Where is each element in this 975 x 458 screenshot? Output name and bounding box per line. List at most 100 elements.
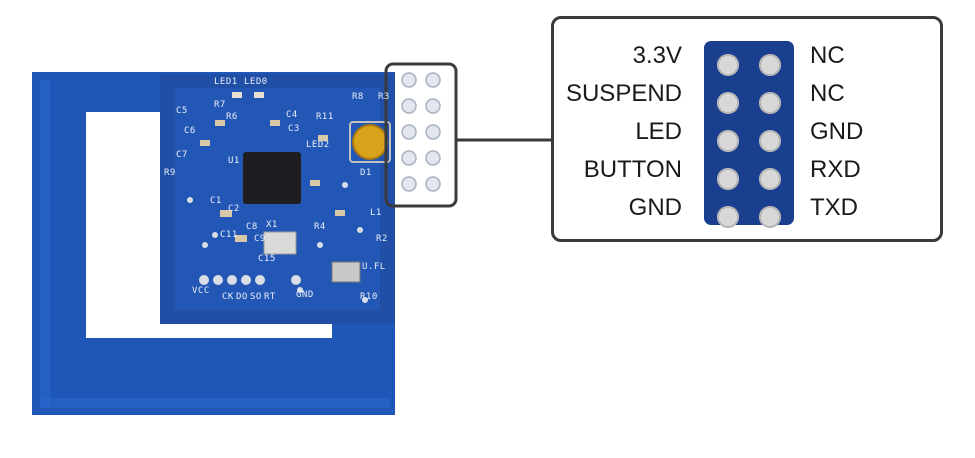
silk-c11: C11: [220, 230, 238, 240]
header-pin: [759, 92, 781, 114]
silk-led1: LED1: [214, 77, 238, 87]
ufl-connector: [331, 261, 361, 283]
silk-r9: R9: [164, 168, 176, 178]
board-header-hole: [425, 124, 441, 140]
via: [202, 242, 208, 248]
silk-l1: L1: [370, 208, 382, 218]
header-pin: [759, 54, 781, 76]
pin-label-led: LED: [635, 118, 682, 145]
smd-component: [335, 210, 345, 216]
header-pin: [759, 168, 781, 190]
pin-header-block: [704, 41, 794, 228]
silk-r8: R8: [352, 92, 364, 102]
pin-label-nc-1: NC: [810, 42, 845, 69]
silk-so: SO: [250, 292, 262, 302]
test-pad-gnd: [291, 275, 301, 285]
silk-c15: C15: [258, 254, 276, 264]
led1-component: [232, 92, 242, 98]
silk-c7: C7: [176, 150, 188, 160]
silk-ck: CK: [222, 292, 234, 302]
silk-do: DO: [236, 292, 248, 302]
board-header-hole: [401, 124, 417, 140]
smd-component: [310, 180, 320, 186]
pin-label-button: BUTTON: [583, 156, 682, 183]
silk-d1: D1: [360, 168, 372, 178]
smd-component: [270, 120, 280, 126]
silk-r7: R7: [214, 100, 226, 110]
test-pad-ck: [213, 275, 223, 285]
via: [357, 227, 363, 233]
smd-component: [215, 120, 225, 126]
board-header-hole: [425, 150, 441, 166]
pcb-antenna-inner-edge: [40, 80, 50, 408]
board-header-hole: [425, 98, 441, 114]
silk-rt: RT: [264, 292, 276, 302]
pin-label-suspend: SUSPEND: [565, 80, 682, 107]
pin-label-nc-2: NC: [810, 80, 845, 107]
header-pin: [717, 206, 739, 228]
silk-c1: C1: [210, 196, 222, 206]
silk-x1: X1: [266, 220, 278, 230]
header-pin: [717, 168, 739, 190]
test-pad-vcc: [199, 275, 209, 285]
silk-c8: C8: [246, 222, 258, 232]
silk-r3: R3: [378, 92, 390, 102]
header-pin: [717, 54, 739, 76]
board-header-hole: [425, 176, 441, 192]
silk-r11: R11: [316, 112, 334, 122]
crystal-component: [263, 231, 297, 255]
main-ic-chip: [243, 152, 301, 204]
silk-r10: R10: [360, 292, 378, 302]
silk-r4: R4: [314, 222, 326, 232]
pin-label-rxd: RXD: [810, 156, 861, 183]
pin-label-txd: TXD: [810, 194, 858, 221]
via: [317, 242, 323, 248]
header-pin: [759, 130, 781, 152]
via: [212, 232, 218, 238]
silk-c9: C9: [254, 234, 266, 244]
pinout-callout-box: 3.3V SUSPEND LED BUTTON GND NC NC GND RX…: [551, 16, 943, 242]
silk-led2: LED2: [306, 140, 330, 150]
smd-component: [235, 235, 247, 242]
board-header-hole: [401, 98, 417, 114]
silk-u1: U1: [228, 156, 240, 166]
led0-component: [254, 92, 264, 98]
smd-component: [318, 135, 328, 141]
silk-c6: C6: [184, 126, 196, 136]
header-pin: [759, 206, 781, 228]
smd-component: [200, 140, 210, 146]
via: [362, 297, 368, 303]
board-header-hole: [401, 150, 417, 166]
smd-component: [220, 210, 232, 217]
test-pad-so: [241, 275, 251, 285]
board-header-hole: [401, 72, 417, 88]
pin-label-3v3: 3.3V: [632, 42, 682, 69]
silk-c3: C3: [288, 124, 300, 134]
via: [187, 197, 193, 203]
silk-c4: C4: [286, 110, 298, 120]
pin-label-gnd-left: GND: [628, 194, 682, 221]
via: [297, 287, 303, 293]
pin-label-gnd-right: GND: [810, 118, 864, 145]
silk-vcc: VCC: [192, 286, 210, 296]
pcb-antenna-bottom-edge: [40, 398, 390, 408]
push-button-housing: [349, 121, 391, 163]
silk-r6: R6: [226, 112, 238, 122]
silk-c2: C2: [228, 204, 240, 214]
silk-ufl: U.FL: [362, 262, 386, 272]
board-header-hole: [401, 176, 417, 192]
silk-c5: C5: [176, 106, 188, 116]
silk-led0: LED0: [244, 77, 268, 87]
push-button: [352, 124, 388, 160]
header-pin: [717, 92, 739, 114]
via: [342, 182, 348, 188]
header-pin: [717, 130, 739, 152]
board-connector-outline: [384, 62, 458, 208]
silk-gnd: GND: [296, 290, 314, 300]
board-header-hole: [425, 72, 441, 88]
silk-r2: R2: [376, 234, 388, 244]
test-pad-do: [227, 275, 237, 285]
test-pad-rt: [255, 275, 265, 285]
